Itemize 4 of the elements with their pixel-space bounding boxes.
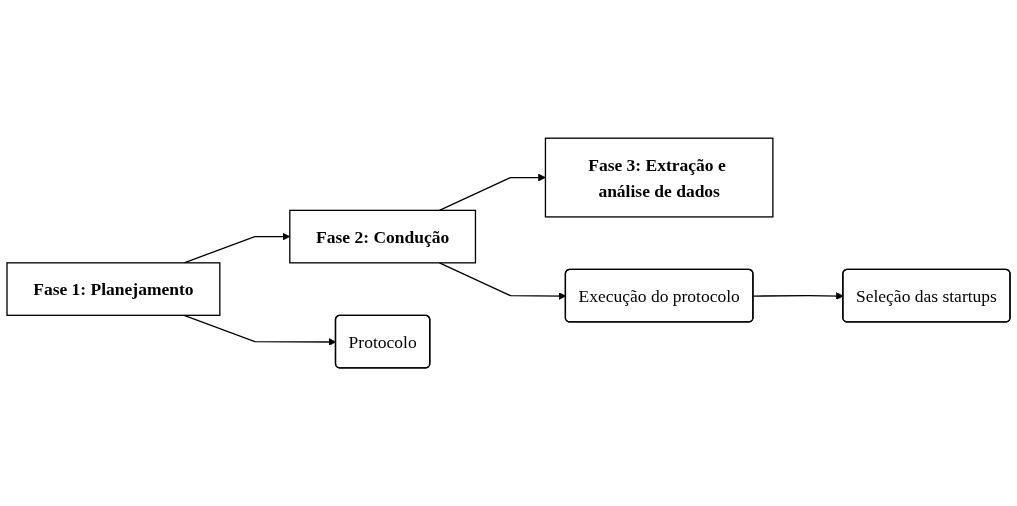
node-box: Fase 2: Condução — [289, 209, 477, 264]
node-box: Fase 1: Planejamento — [6, 262, 221, 316]
arrow — [438, 173, 546, 211]
node-box: Fase 3: Extração e análise de dados — [544, 137, 774, 218]
